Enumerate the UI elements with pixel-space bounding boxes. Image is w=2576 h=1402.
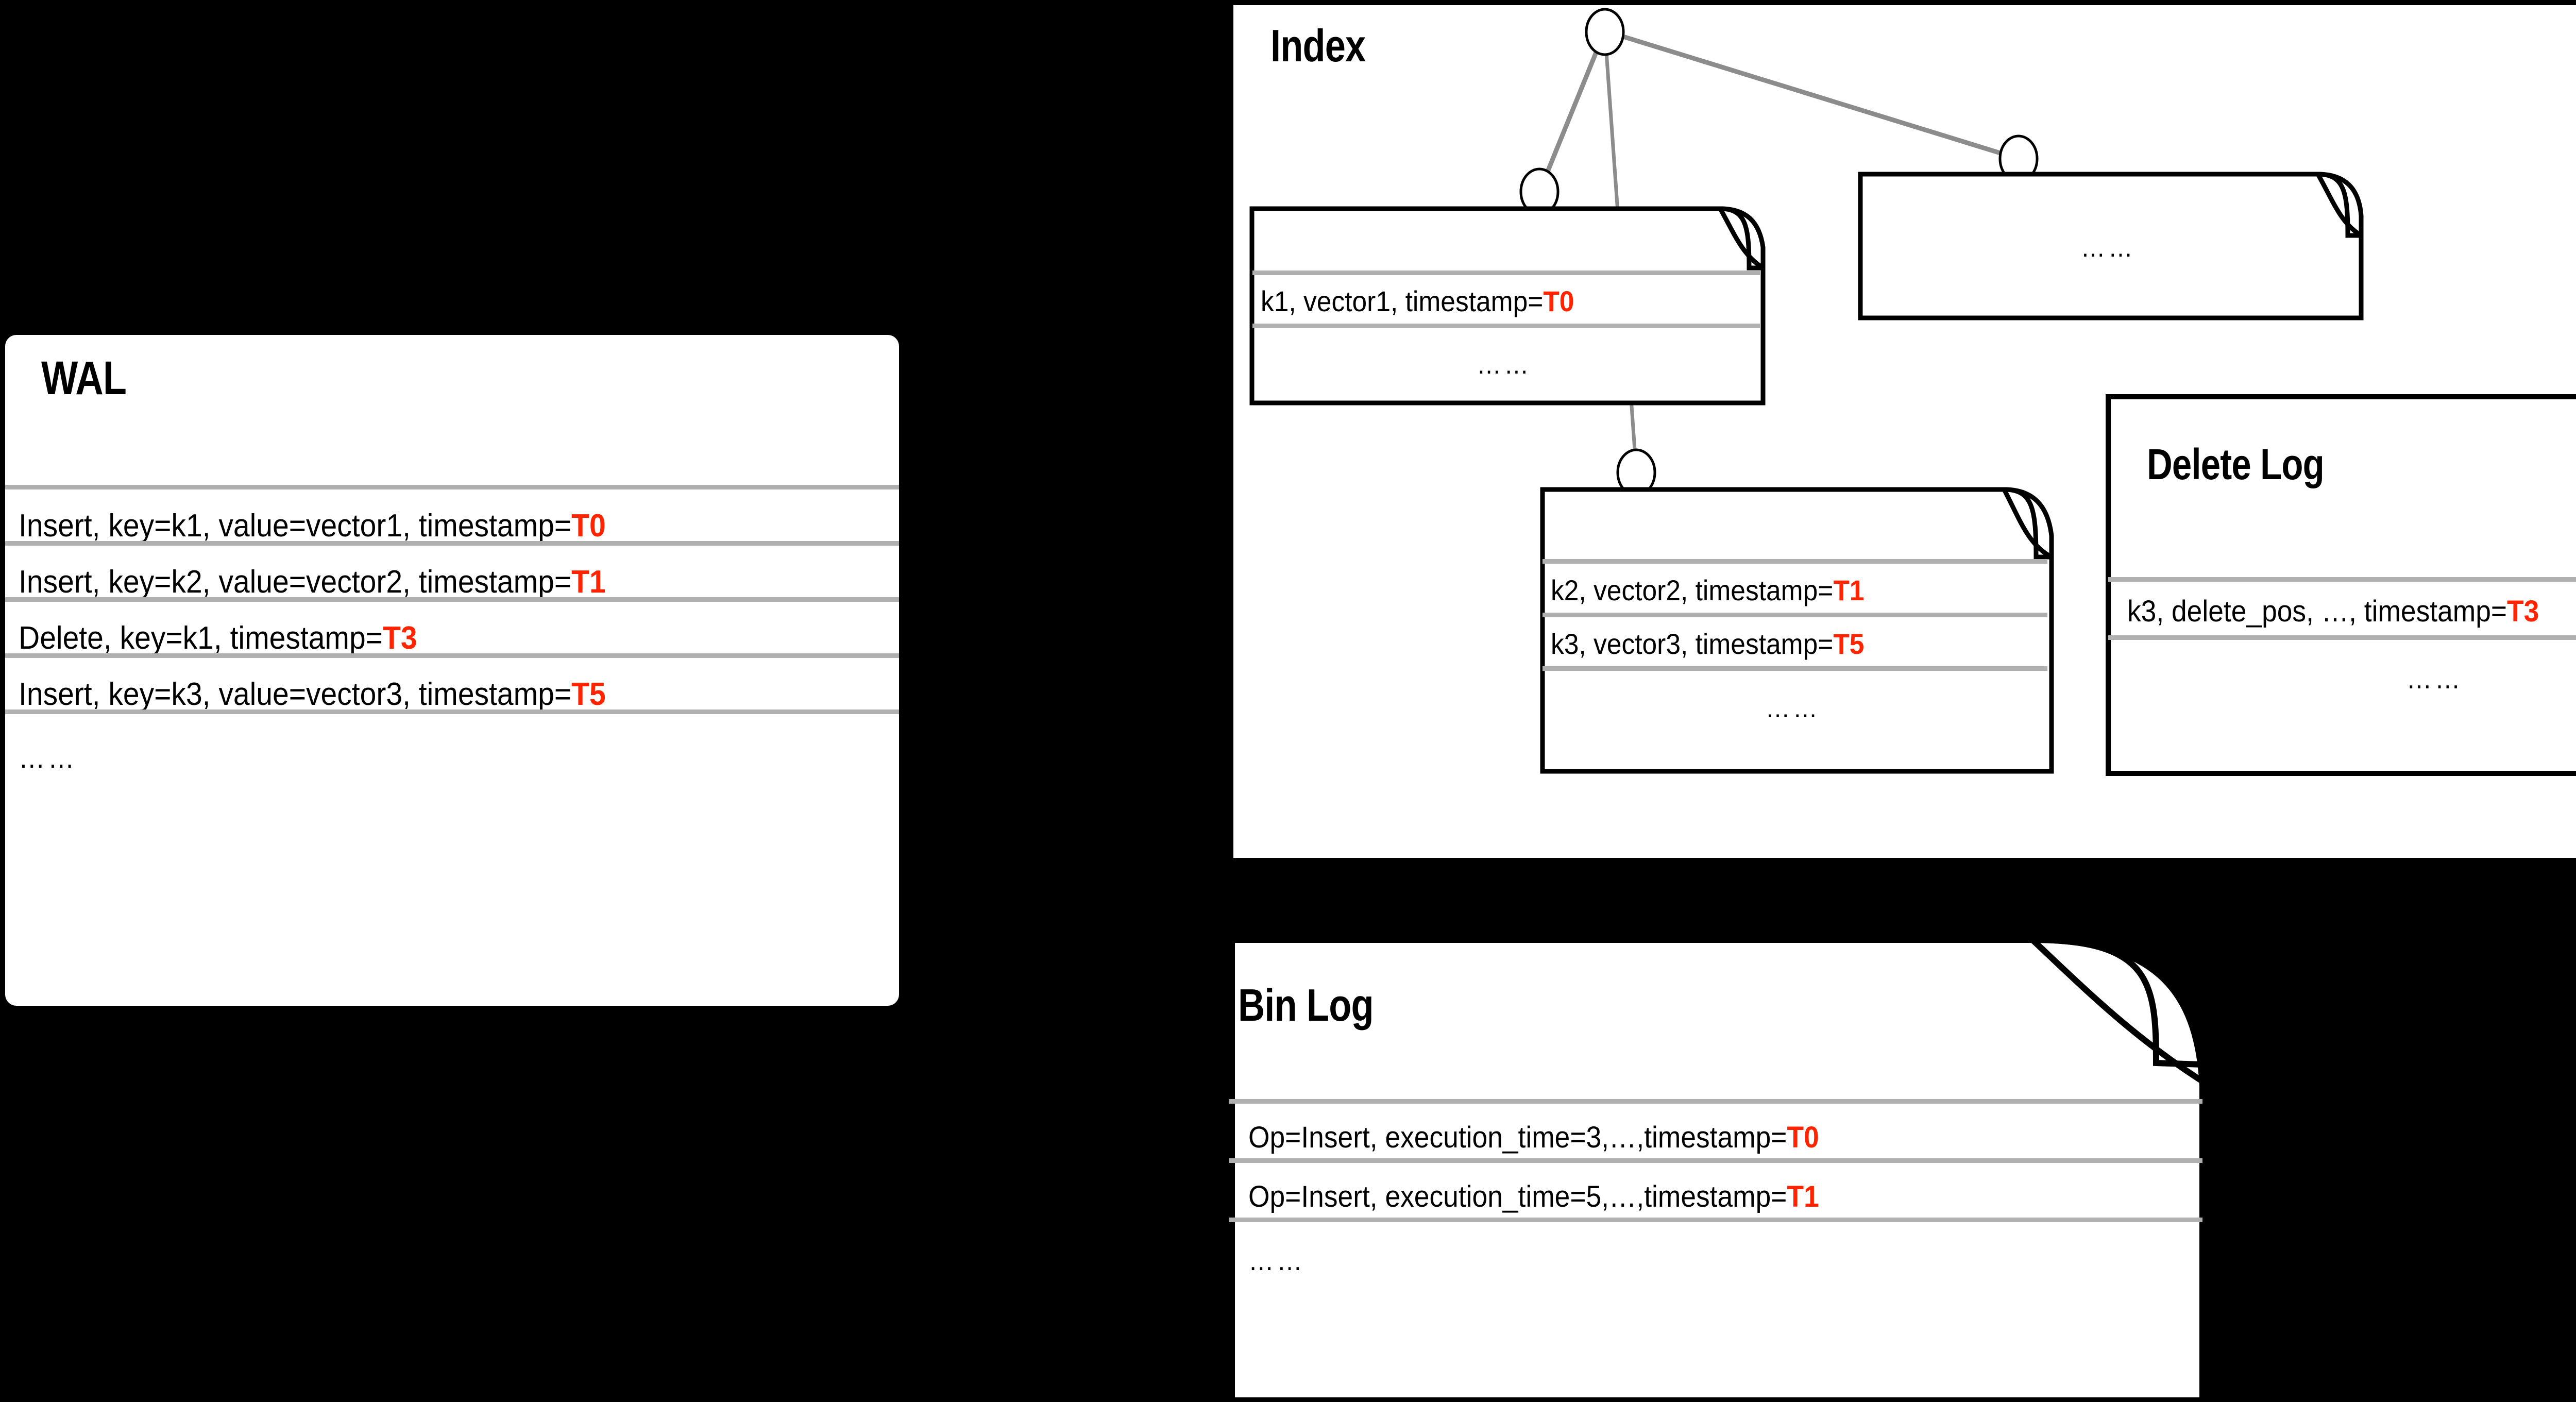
- index-leaf-k2k3-row-0-label: k2, vector2, timestamp=: [1551, 574, 1834, 606]
- index-leaf-right-row-0-text: ……: [2080, 233, 2136, 263]
- wal-row-0-label: Insert, key=k1, value=vector1, timestamp…: [19, 508, 572, 544]
- index-title: Index: [1270, 20, 1366, 71]
- wal-row-2-text: Delete, key=k1, timestamp=T3: [19, 620, 417, 656]
- bin-log-title: Bin Log: [1238, 979, 1374, 1031]
- index-leaf-right: ……: [1858, 172, 2364, 320]
- index-leaf-k1-shape: [1249, 206, 1766, 406]
- bin-log-shape: [1229, 937, 2212, 1402]
- index-leaf-k2k3-row-2-text: ……: [1765, 694, 1821, 723]
- wal-row-1-timestamp: T1: [571, 564, 606, 600]
- wal-separator-3: [5, 653, 899, 658]
- wal-title: WAL: [41, 352, 127, 404]
- index-leaf-k2k3-row-1-label: k3, vector3, timestamp=: [1551, 628, 1834, 660]
- index-leaf-k1-row-0-text: k1, vector1, timestamp=T0: [1261, 284, 1574, 318]
- index-leaf-k2k3: k2, vector2, timestamp=T1 k3, vector3, t…: [1540, 487, 2056, 774]
- bin-log-row-1-timestamp: T1: [1787, 1180, 1819, 1213]
- index-leaf-k2k3-row-1-text: k3, vector3, timestamp=T5: [1551, 627, 1864, 661]
- wal-separator-1: [5, 541, 899, 546]
- wal-panel: WAL Insert, key=k1, value=vector1, times…: [5, 335, 899, 1006]
- wal-row-3-text: Insert, key=k3, value=vector3, timestamp…: [19, 676, 606, 713]
- index-leaf-k1-row-0-timestamp: T0: [1543, 285, 1574, 317]
- index-leaf-k2k3-row-1-timestamp: T5: [1833, 628, 1865, 660]
- index-leaf-k2k3-row-0-text: k2, vector2, timestamp=T1: [1551, 573, 1864, 607]
- index-leaf-k2k3-separator-0: [1543, 559, 2047, 564]
- index-leaf-k1-row-0-label: k1, vector1, timestamp=: [1261, 285, 1544, 317]
- wal-row-1-text: Insert, key=k2, value=vector2, timestamp…: [19, 564, 606, 600]
- bin-log-row-0-timestamp: T0: [1787, 1121, 1819, 1154]
- wal-row-0-text: Insert, key=k1, value=vector1, timestamp…: [19, 508, 606, 544]
- index-leaf-right-shape: [1858, 172, 2364, 320]
- wal-row-3-label: Insert, key=k3, value=vector3, timestamp…: [19, 677, 572, 712]
- bin-log-row-0-label: Op=Insert, execution_time=3,…,timestamp=: [1248, 1121, 1787, 1154]
- delete-log-separator-1: [2108, 635, 2576, 640]
- bin-log: Bin Log Op=Insert, execution_time=3,…,ti…: [1229, 937, 2226, 1402]
- bin-log-separator-1: [1229, 1158, 2202, 1163]
- index-leaf-k1-separator-1: [1252, 324, 1760, 328]
- wal-separator-0: [5, 485, 899, 489]
- bin-log-row-1-label: Op=Insert, execution_time=5,…,timestamp=: [1248, 1180, 1787, 1213]
- delete-log-row-0-label: k3, delete_pos, …, timestamp=: [2127, 595, 2507, 628]
- delete-log-shape: [2106, 394, 2576, 776]
- bin-log-row-0-text: Op=Insert, execution_time=3,…,timestamp=…: [1248, 1120, 1819, 1155]
- bin-log-row-2-text: ……: [1248, 1245, 1306, 1276]
- delete-log-title: Delete Log: [2147, 440, 2325, 488]
- index-leaf-k2k3-separator-2: [1543, 666, 2047, 671]
- wal-row-2-label: Delete, key=k1, timestamp=: [19, 620, 383, 656]
- bin-log-separator-2: [1229, 1218, 2202, 1222]
- index-leaf-k1-row-1-text: ……: [1477, 350, 1532, 380]
- wal-row-3-timestamp: T5: [571, 677, 606, 712]
- index-leaf-k2k3-separator-1: [1543, 613, 2047, 617]
- delete-log-separator-0: [2108, 577, 2576, 582]
- delete-log: Delete Log k3, delete_pos, …, timestamp=…: [2106, 394, 2576, 776]
- delete-log-row-1-text: ……: [2406, 664, 2464, 695]
- index-leaf-k1-separator-0: [1252, 271, 1760, 275]
- wal-row-4-text: ……: [19, 741, 78, 774]
- wal-separator-4: [5, 710, 899, 714]
- bin-log-row-1-text: Op=Insert, execution_time=5,…,timestamp=…: [1248, 1179, 1819, 1214]
- bin-log-separator-0: [1229, 1099, 2202, 1104]
- wal-row-2-timestamp: T3: [382, 620, 417, 656]
- delete-log-row-0-text: k3, delete_pos, …, timestamp=T3: [2127, 594, 2539, 629]
- wal-row-0-timestamp: T0: [571, 508, 606, 544]
- delete-log-row-0-timestamp: T3: [2507, 595, 2539, 628]
- index-leaf-k1: k1, vector1, timestamp=T0 ……: [1249, 206, 1766, 406]
- wal-row-1-label: Insert, key=k2, value=vector2, timestamp…: [19, 564, 572, 600]
- index-leaf-k2k3-row-0-timestamp: T1: [1833, 574, 1865, 606]
- wal-separator-2: [5, 597, 899, 602]
